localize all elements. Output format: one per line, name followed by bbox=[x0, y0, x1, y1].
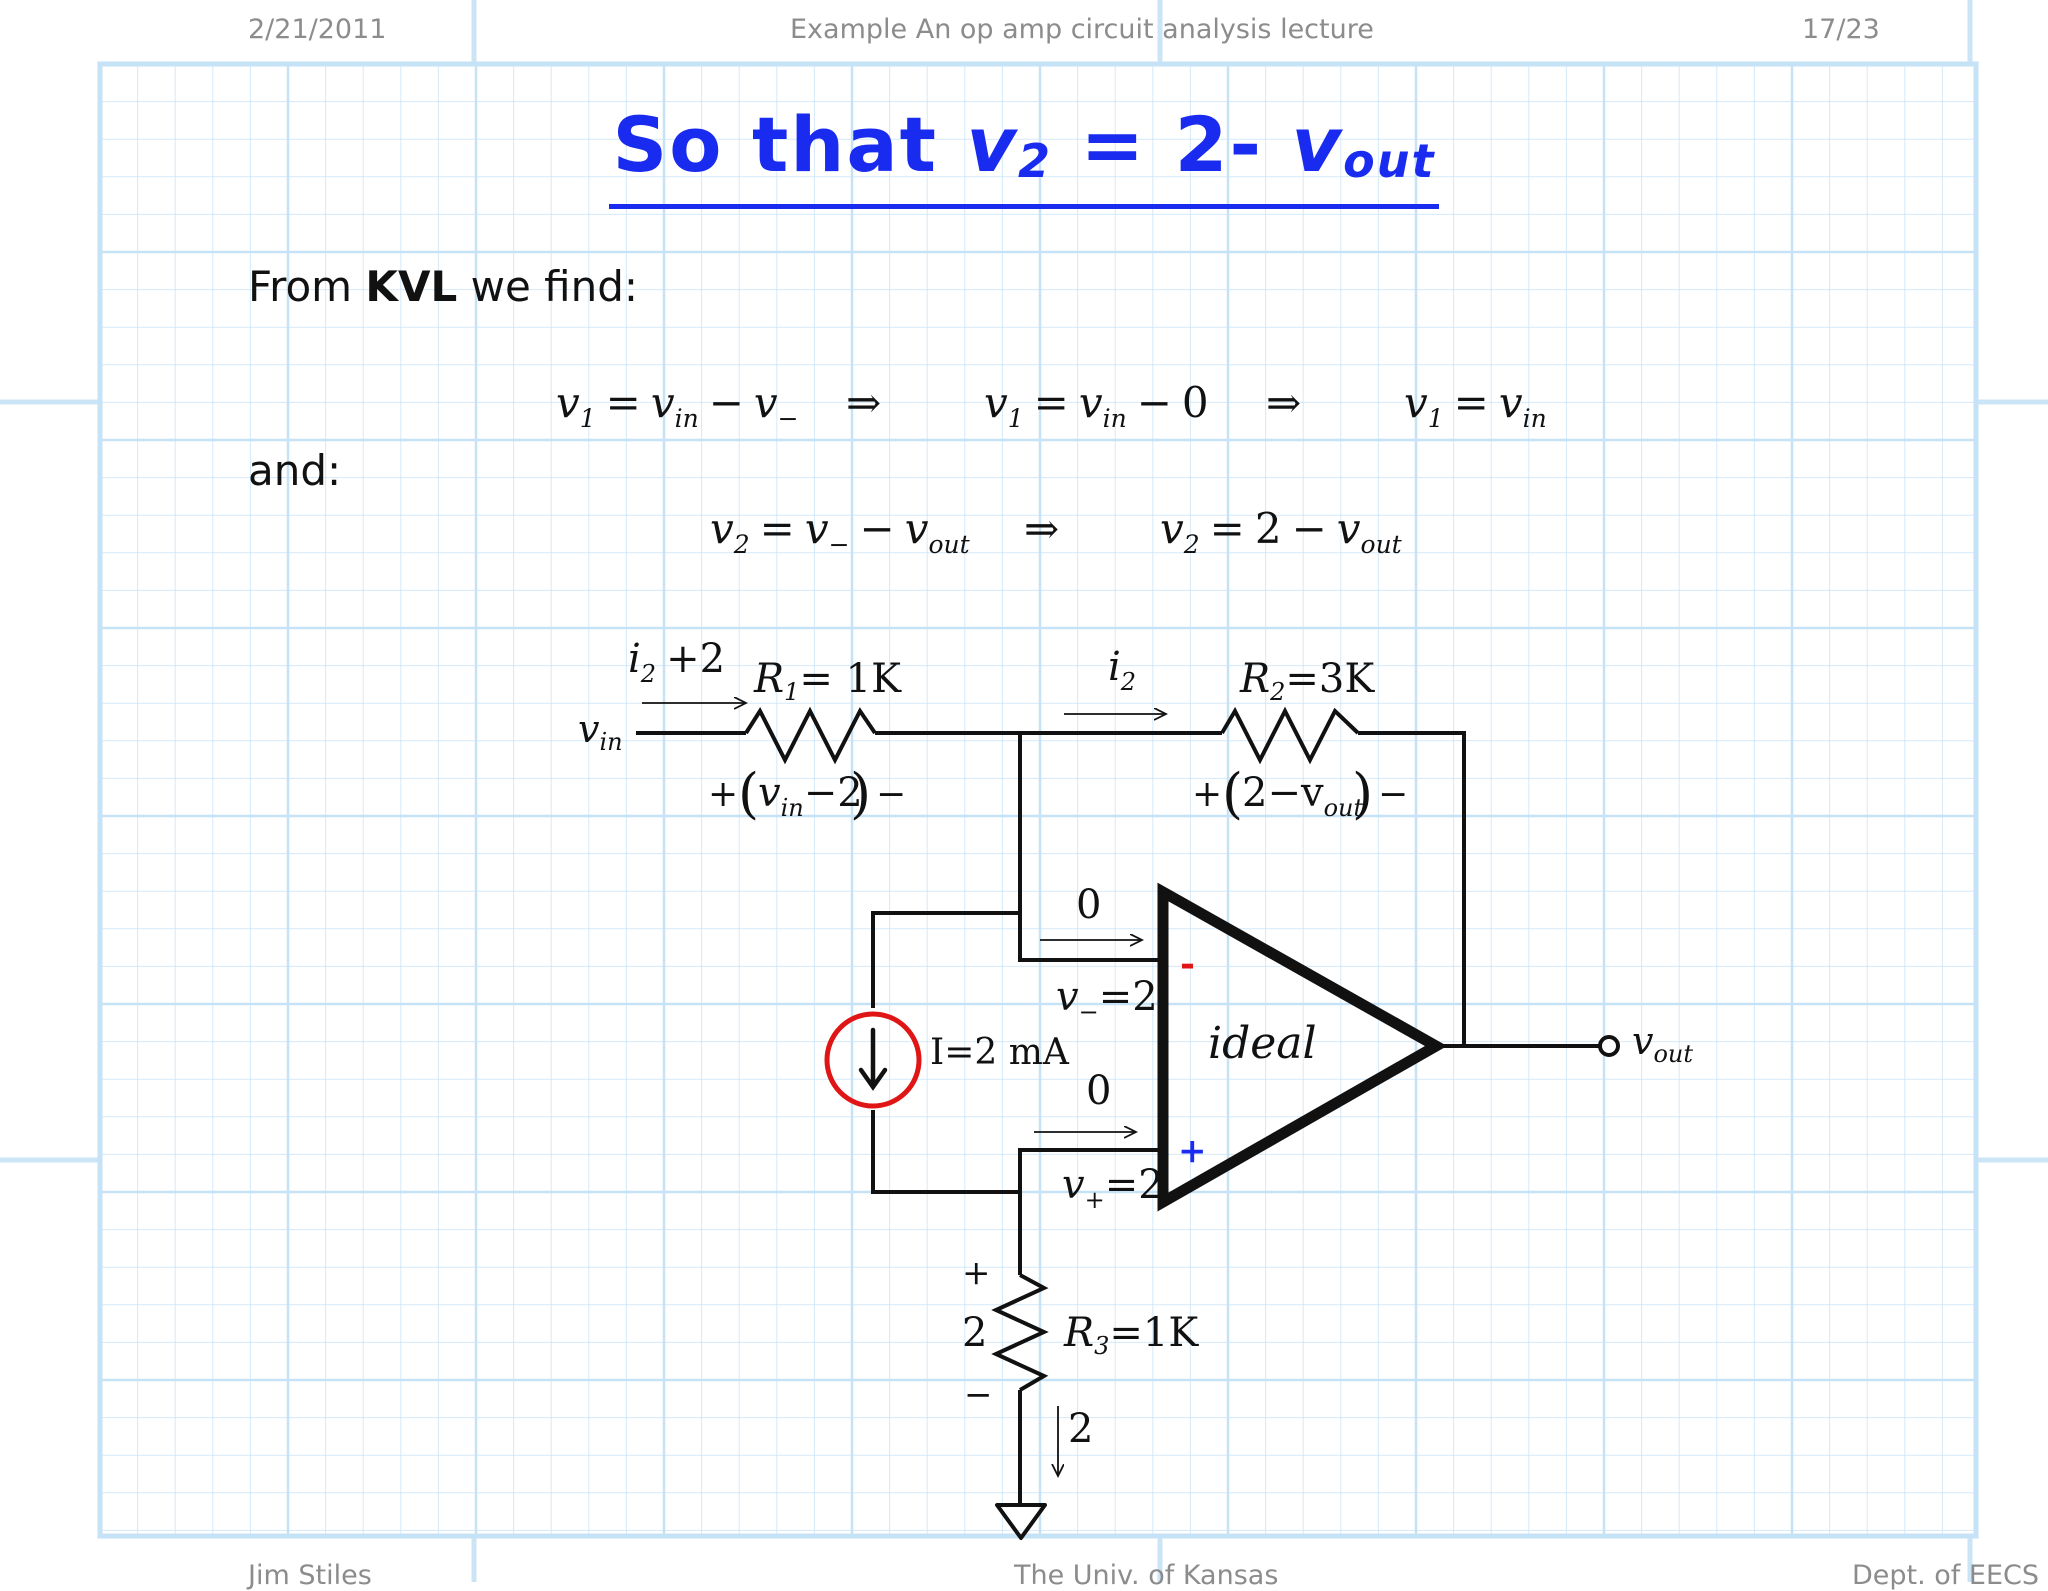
implies-arrow-2: ⇒ bbox=[1266, 378, 1302, 427]
current-source-circle bbox=[824, 1011, 922, 1109]
current-source-arrow-icon bbox=[858, 1027, 888, 1091]
r1-label: R1= 1K bbox=[753, 656, 902, 706]
r1-voltage-plus: + bbox=[708, 774, 738, 815]
title-vout: vout bbox=[1291, 100, 1436, 189]
r2-voltage-minus: − bbox=[1378, 774, 1408, 815]
opamp-triangle bbox=[1157, 882, 1448, 1212]
wire-feedback bbox=[1358, 731, 1466, 1046]
r2-voltage-close-paren: ) bbox=[1352, 762, 1373, 825]
r2-voltage-expr: 2−vout bbox=[1242, 770, 1363, 822]
title-prefix: So that bbox=[612, 100, 939, 189]
r2-voltage-open-paren: ( bbox=[1222, 762, 1243, 825]
ground-symbol bbox=[995, 1503, 1047, 1540]
slide-title: So that v2 = 2- vout bbox=[608, 100, 1440, 209]
r2-voltage-plus: + bbox=[1192, 774, 1222, 815]
opamp-minus-sign: - bbox=[1180, 943, 1195, 985]
title-eq: = 2- bbox=[1080, 100, 1264, 189]
r1-voltage-minus: − bbox=[876, 774, 906, 815]
footer-department: Dept. of EECS bbox=[1852, 1560, 2040, 1591]
kvl-intro: From KVL we find: bbox=[248, 262, 639, 311]
vin-label: vin bbox=[578, 707, 623, 756]
eq-v1-kvl: v1=vin−v− bbox=[556, 378, 799, 433]
r1-voltage-close-paren: ) bbox=[850, 762, 871, 825]
r2-label: R2=3K bbox=[1239, 656, 1375, 706]
resistor-r2 bbox=[1220, 706, 1360, 765]
resistor-r3 bbox=[991, 1273, 1049, 1392]
eq-v2-result: v2=2−vout bbox=[1160, 504, 1402, 559]
wire-noninverting bbox=[1018, 1148, 1162, 1275]
opamp-label: ideal bbox=[1208, 1018, 1317, 1069]
i-right-label: i2 bbox=[1108, 644, 1136, 696]
footer-university: The Univ. of Kansas bbox=[1014, 1560, 1279, 1591]
eq-v1-result: v1=vin bbox=[1404, 378, 1547, 433]
r3-label: R3=1K bbox=[1063, 1310, 1199, 1360]
v-plus-label: v+=2 bbox=[1062, 1162, 1164, 1214]
opamp-plus-sign: + bbox=[1178, 1131, 1207, 1171]
vout-label: vout bbox=[1632, 1019, 1693, 1068]
r1-voltage-expr: vin−2 bbox=[758, 770, 863, 822]
wire-source-bottom bbox=[871, 1110, 1020, 1194]
r3-minus: − bbox=[964, 1375, 993, 1415]
v-minus-label: v−=2 bbox=[1056, 974, 1158, 1026]
title-var: v2 bbox=[966, 100, 1053, 189]
header-date: 2/21/2011 bbox=[248, 14, 387, 45]
header-page-number: 17/23 bbox=[1802, 14, 1880, 45]
r3-current: 2 bbox=[1068, 1406, 1093, 1452]
grid-frame bbox=[97, 61, 1979, 1539]
resistor-r1 bbox=[744, 706, 877, 765]
i-noninverting-label: 0 bbox=[1086, 1068, 1111, 1114]
slide-title-wrap: So that v2 = 2- vout bbox=[0, 102, 2048, 209]
i-inverting-label: 0 bbox=[1076, 882, 1101, 928]
i-left-label: i2+2 bbox=[628, 636, 725, 688]
implies-arrow-1: ⇒ bbox=[846, 378, 882, 427]
and-label: and: bbox=[248, 446, 342, 495]
eq-v1-sub: v1=vin−0 bbox=[984, 378, 1209, 433]
r1-voltage-open-paren: ( bbox=[738, 762, 759, 825]
implies-arrow-3: ⇒ bbox=[1024, 504, 1060, 553]
r3-voltage: 2 bbox=[962, 1310, 987, 1356]
r3-plus: + bbox=[962, 1253, 991, 1293]
wire-node-inverting bbox=[1018, 733, 1162, 962]
current-source-label: I=2 mA bbox=[930, 1032, 1070, 1073]
footer-author: Jim Stiles bbox=[248, 1560, 372, 1591]
eq-v2-kvl: v2=v−−vout bbox=[710, 504, 970, 559]
header-lecture-title: Example An op amp circuit analysis lectu… bbox=[790, 14, 1374, 45]
wire-source-top bbox=[871, 911, 1020, 1008]
output-terminal bbox=[1598, 1035, 1620, 1057]
